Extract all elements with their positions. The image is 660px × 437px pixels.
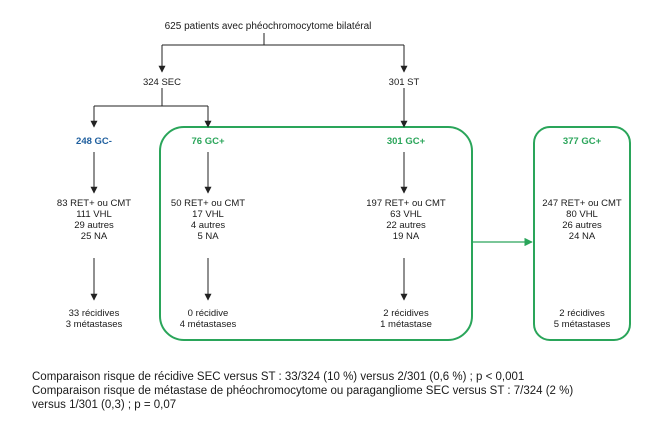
col3-header: 301 GC+	[386, 136, 426, 147]
sec-node: 324 SEC	[142, 77, 182, 88]
genetics-line: 197 RET+ ou CMT	[366, 198, 446, 209]
genetics-line: 50 RET+ ou CMT	[170, 198, 246, 209]
genetics-line: 83 RET+ ou CMT	[56, 198, 132, 209]
outcome-line: 33 récidives	[68, 308, 120, 319]
col3-genetics: 197 RET+ ou CMT 63 VHL 22 autres 19 NA	[366, 198, 445, 242]
outcome-line: 0 récidive	[187, 308, 229, 319]
root-node: 625 patients avec phéochromocytome bilat…	[164, 21, 372, 32]
col4-genetics: 247 RET+ ou CMT 80 VHL 26 autres 24 NA	[542, 198, 621, 242]
outcome-line: 2 récidives	[383, 308, 429, 319]
col1-outcome: 33 récidives 3 métastases	[66, 308, 123, 330]
col2-outcome: 0 récidive 4 métastases	[180, 308, 237, 330]
st-node: 301 ST	[388, 77, 420, 88]
genetics-line: 22 autres	[386, 220, 426, 231]
genetics-line: 80 VHL	[566, 209, 598, 220]
statistics-notes: Comparaison risque de récidive SEC versu…	[32, 370, 642, 412]
genetics-line: 24 NA	[568, 231, 596, 242]
outcome-line: 2 récidives	[559, 308, 605, 319]
col4-outcome: 2 récidives 5 métastases	[554, 308, 611, 330]
col4-header: 377 GC+	[562, 136, 602, 147]
genetics-line: 17 VHL	[192, 209, 224, 220]
total-gc-positive-box	[533, 126, 631, 341]
outcome-line: 5 métastases	[553, 319, 611, 330]
genetics-line: 29 autres	[74, 220, 114, 231]
genetics-line: 19 NA	[392, 231, 420, 242]
outcome-line: 1 métastase	[380, 319, 432, 330]
outcome-line: 4 métastases	[179, 319, 237, 330]
genetics-line: 5 NA	[197, 231, 219, 242]
genetics-line: 247 RET+ ou CMT	[542, 198, 622, 209]
col2-header: 76 GC+	[191, 136, 225, 147]
col1-header: 248 GC-	[76, 136, 112, 147]
metastasis-comparison-continued: versus 1/301 (0,3) ; p = 0,07	[32, 399, 177, 411]
recurrence-comparison: Comparaison risque de récidive SEC versu…	[32, 371, 525, 383]
genetics-line: 111 VHL	[76, 209, 112, 220]
genetics-line: 26 autres	[562, 220, 602, 231]
genetics-line: 4 autres	[190, 220, 226, 231]
col3-outcome: 2 récidives 1 métastase	[380, 308, 432, 330]
outcome-line: 3 métastases	[65, 319, 123, 330]
gc-positive-group-box	[159, 126, 473, 341]
col2-genetics: 50 RET+ ou CMT 17 VHL 4 autres 5 NA	[171, 198, 245, 242]
genetics-line: 63 VHL	[390, 209, 422, 220]
metastasis-comparison: Comparaison risque de métastase de phéoc…	[32, 385, 574, 397]
genetics-line: 25 NA	[80, 231, 108, 242]
col1-genetics: 83 RET+ ou CMT 111 VHL 29 autres 25 NA	[57, 198, 131, 242]
